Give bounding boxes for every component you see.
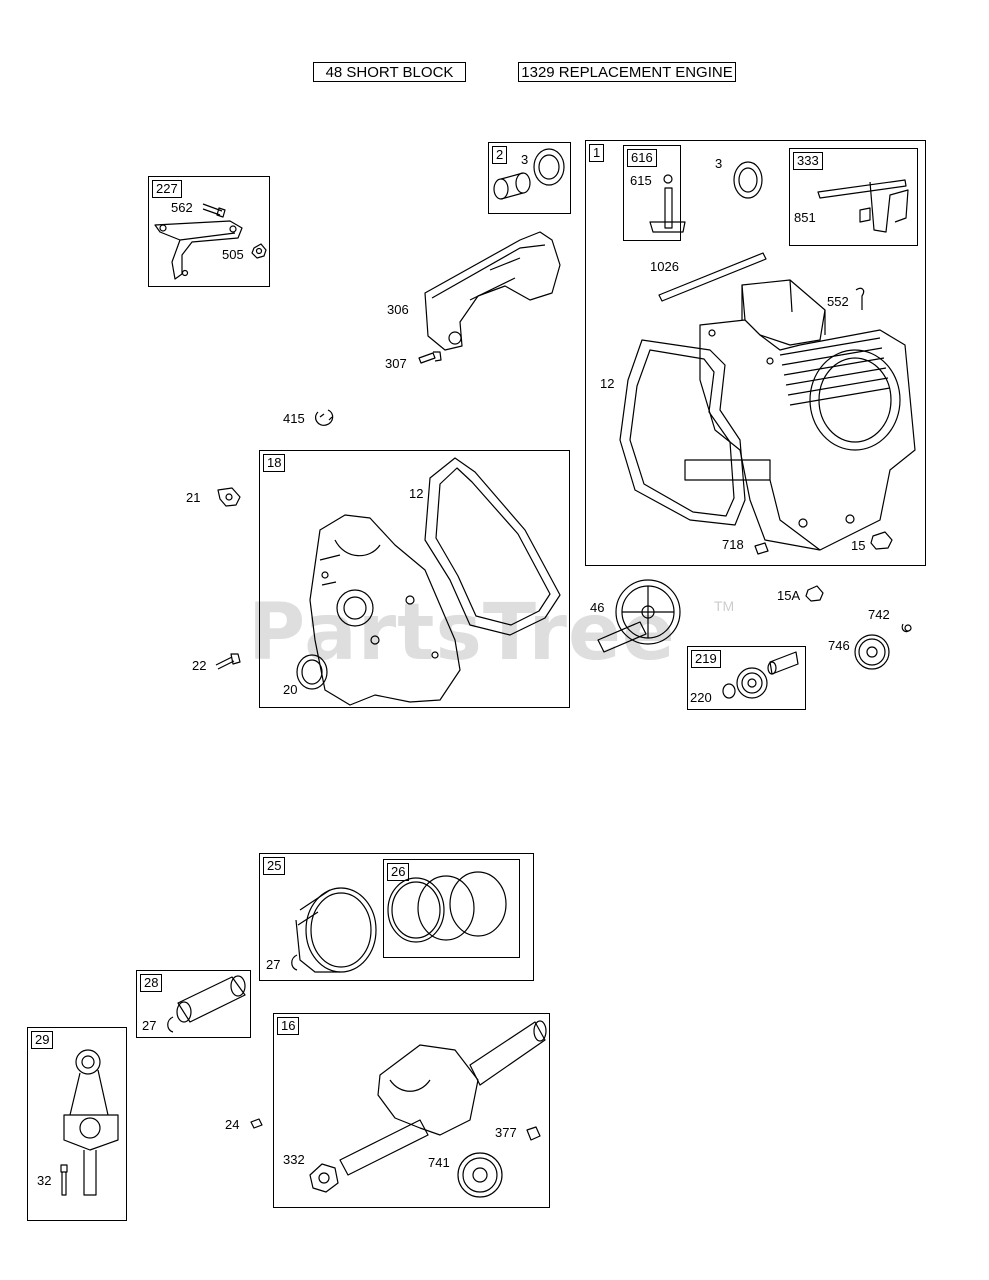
label-377[interactable]: 377 [495,1125,517,1140]
label-15[interactable]: 15 [851,538,866,553]
part-29-connecting-rod[interactable] [63,1049,119,1196]
part-27-clip-top[interactable] [291,954,298,971]
part-505-nut[interactable] [251,243,267,259]
part-377-key[interactable] [526,1126,541,1141]
box-28: 28 [136,970,251,1038]
label-27-pin[interactable]: 27 [142,1018,157,1033]
box-label-2[interactable]: 2 [492,146,508,164]
part-306-blower-housing[interactable] [424,231,561,351]
label-1026[interactable]: 1026 [650,259,679,274]
box-label-219[interactable]: 219 [691,650,721,668]
label-615[interactable]: 615 [630,173,652,188]
part-24-key-left[interactable] [250,1118,263,1129]
label-21[interactable]: 21 [186,490,201,505]
label-332[interactable]: 332 [283,1152,305,1167]
label-742[interactable]: 742 [868,607,890,622]
part-15A-nut[interactable] [805,585,824,602]
part-18-sump-cover[interactable] [309,514,461,706]
label-22[interactable]: 22 [192,658,207,673]
part-307-screw[interactable] [418,351,442,364]
label-562[interactable]: 562 [171,200,193,215]
header-replacement-engine[interactable]: 1329 REPLACEMENT ENGINE [518,62,736,82]
header-short-block[interactable]: 48 SHORT BLOCK [313,62,466,82]
watermark-trademark: TM [714,598,735,614]
label-306[interactable]: 306 [387,302,409,317]
part-741-gear[interactable] [457,1152,503,1198]
part-562-screw[interactable] [202,203,226,218]
box-2: 2 [488,142,571,214]
box-label-333[interactable]: 333 [793,152,823,170]
part-718-dowel[interactable] [754,542,769,555]
part-2-sleeve[interactable] [493,172,531,200]
label-746[interactable]: 746 [828,638,850,653]
box-18: 18 [259,450,570,708]
label-851[interactable]: 851 [794,210,816,225]
part-742-clip[interactable] [901,623,912,633]
box-label-1[interactable]: 1 [589,144,605,162]
part-16-crankshaft[interactable] [339,1020,547,1176]
label-3-top[interactable]: 3 [521,152,529,167]
part-219-governor-gear-assy[interactable] [722,651,799,699]
box-26: 26 [383,859,520,958]
label-12-box1[interactable]: 12 [600,376,615,391]
part-227-bracket[interactable] [154,220,243,280]
part-3-seal-top[interactable] [533,148,565,186]
box-label-227[interactable]: 227 [152,180,182,198]
label-718[interactable]: 718 [722,537,744,552]
part-25-piston[interactable] [295,887,377,973]
label-24[interactable]: 24 [225,1117,240,1132]
part-46-camshaft[interactable] [597,579,681,653]
box-616: 616 [623,145,681,241]
label-307[interactable]: 307 [385,356,407,371]
part-12-gasket-left[interactable] [619,339,746,526]
part-851-governor-lever[interactable] [817,179,909,233]
box-label-616[interactable]: 616 [627,149,657,167]
label-415[interactable]: 415 [283,411,305,426]
part-28-wrist-pin[interactable] [176,975,246,1023]
part-3-seal[interactable] [733,161,763,199]
box-label-16[interactable]: 16 [277,1017,300,1035]
label-741[interactable]: 741 [428,1155,450,1170]
label-27-piston[interactable]: 27 [266,957,281,972]
label-15A[interactable]: 15A [777,588,801,603]
label-552[interactable]: 552 [827,294,849,309]
box-label-18[interactable]: 18 [263,454,286,472]
box-label-25[interactable]: 25 [263,857,286,875]
label-20[interactable]: 20 [283,682,298,697]
box-label-28[interactable]: 28 [140,974,163,992]
part-615-governor-shaft[interactable] [649,174,686,233]
label-32[interactable]: 32 [37,1173,52,1188]
box-25: 25 [259,853,534,981]
label-220[interactable]: 220 [690,690,712,705]
box-227: 227 [148,176,270,287]
part-32-bolt[interactable] [60,1164,68,1196]
part-12-gasket-right[interactable] [424,457,561,636]
part-cylinder-block[interactable] [684,279,916,551]
part-332-nut[interactable] [309,1163,339,1193]
box-333: 333 [789,148,918,246]
part-21-plug[interactable] [217,487,241,507]
part-415-clip[interactable] [314,409,334,426]
part-20-seal[interactable] [296,654,328,690]
label-12-box18[interactable]: 12 [409,486,424,501]
box-16: 16 [273,1013,550,1208]
box-219: 219 [687,646,806,710]
part-26-rings[interactable] [387,871,507,943]
box-label-29[interactable]: 29 [31,1031,54,1049]
label-3-box1[interactable]: 3 [715,156,723,171]
part-1026-pushrod[interactable] [658,252,767,302]
box-1: 1 [585,140,926,566]
part-15-plug[interactable] [870,531,893,550]
label-505[interactable]: 505 [222,247,244,262]
part-27-clip[interactable] [167,1016,174,1033]
box-29: 29 [27,1027,127,1221]
box-label-26[interactable]: 26 [387,863,410,881]
part-552-pin[interactable] [855,287,865,310]
label-46[interactable]: 46 [590,600,605,615]
part-22-bolt[interactable] [215,653,241,670]
part-746-gear[interactable] [854,634,890,670]
